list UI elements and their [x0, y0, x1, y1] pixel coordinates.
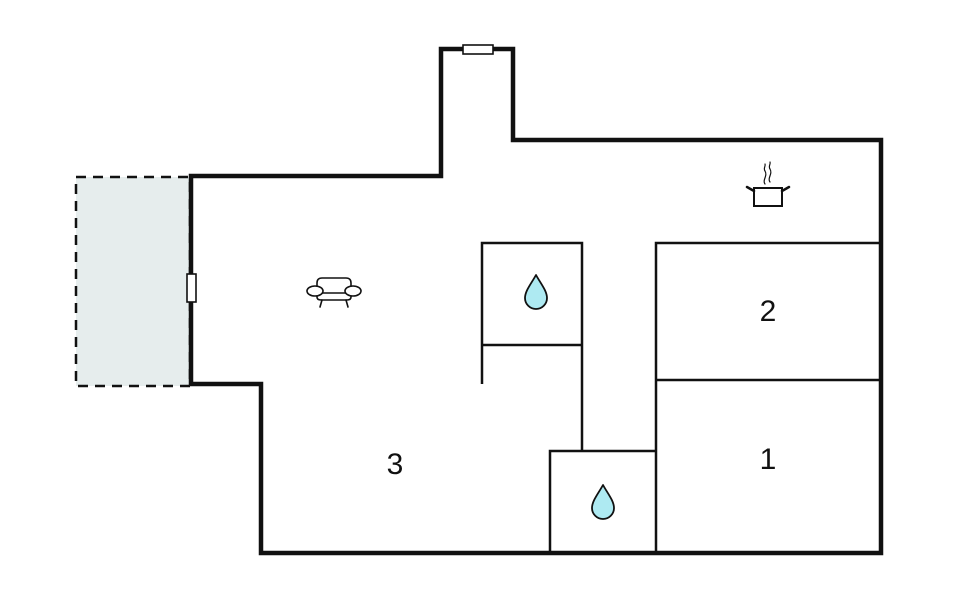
room-label-bedroom-2: 2: [759, 295, 777, 328]
water-drop-icon: [524, 274, 548, 310]
outer-wall: [188, 46, 884, 556]
room-label-bedroom-3: 3: [386, 448, 404, 481]
bathroom-1-walls: [480, 241, 584, 451]
window-left: [186, 273, 197, 303]
sofa-icon: [306, 277, 362, 308]
room-label-bedroom-1: 1: [759, 443, 777, 476]
window-top: [462, 44, 494, 55]
bedrooms-block-walls: [654, 241, 881, 553]
bathroom-2-walls: [548, 449, 656, 553]
terrace-area: [74, 175, 192, 388]
water-drop-icon: [591, 484, 615, 520]
interior-walls: [480, 241, 881, 553]
cooking-pot-icon: [745, 161, 791, 207]
